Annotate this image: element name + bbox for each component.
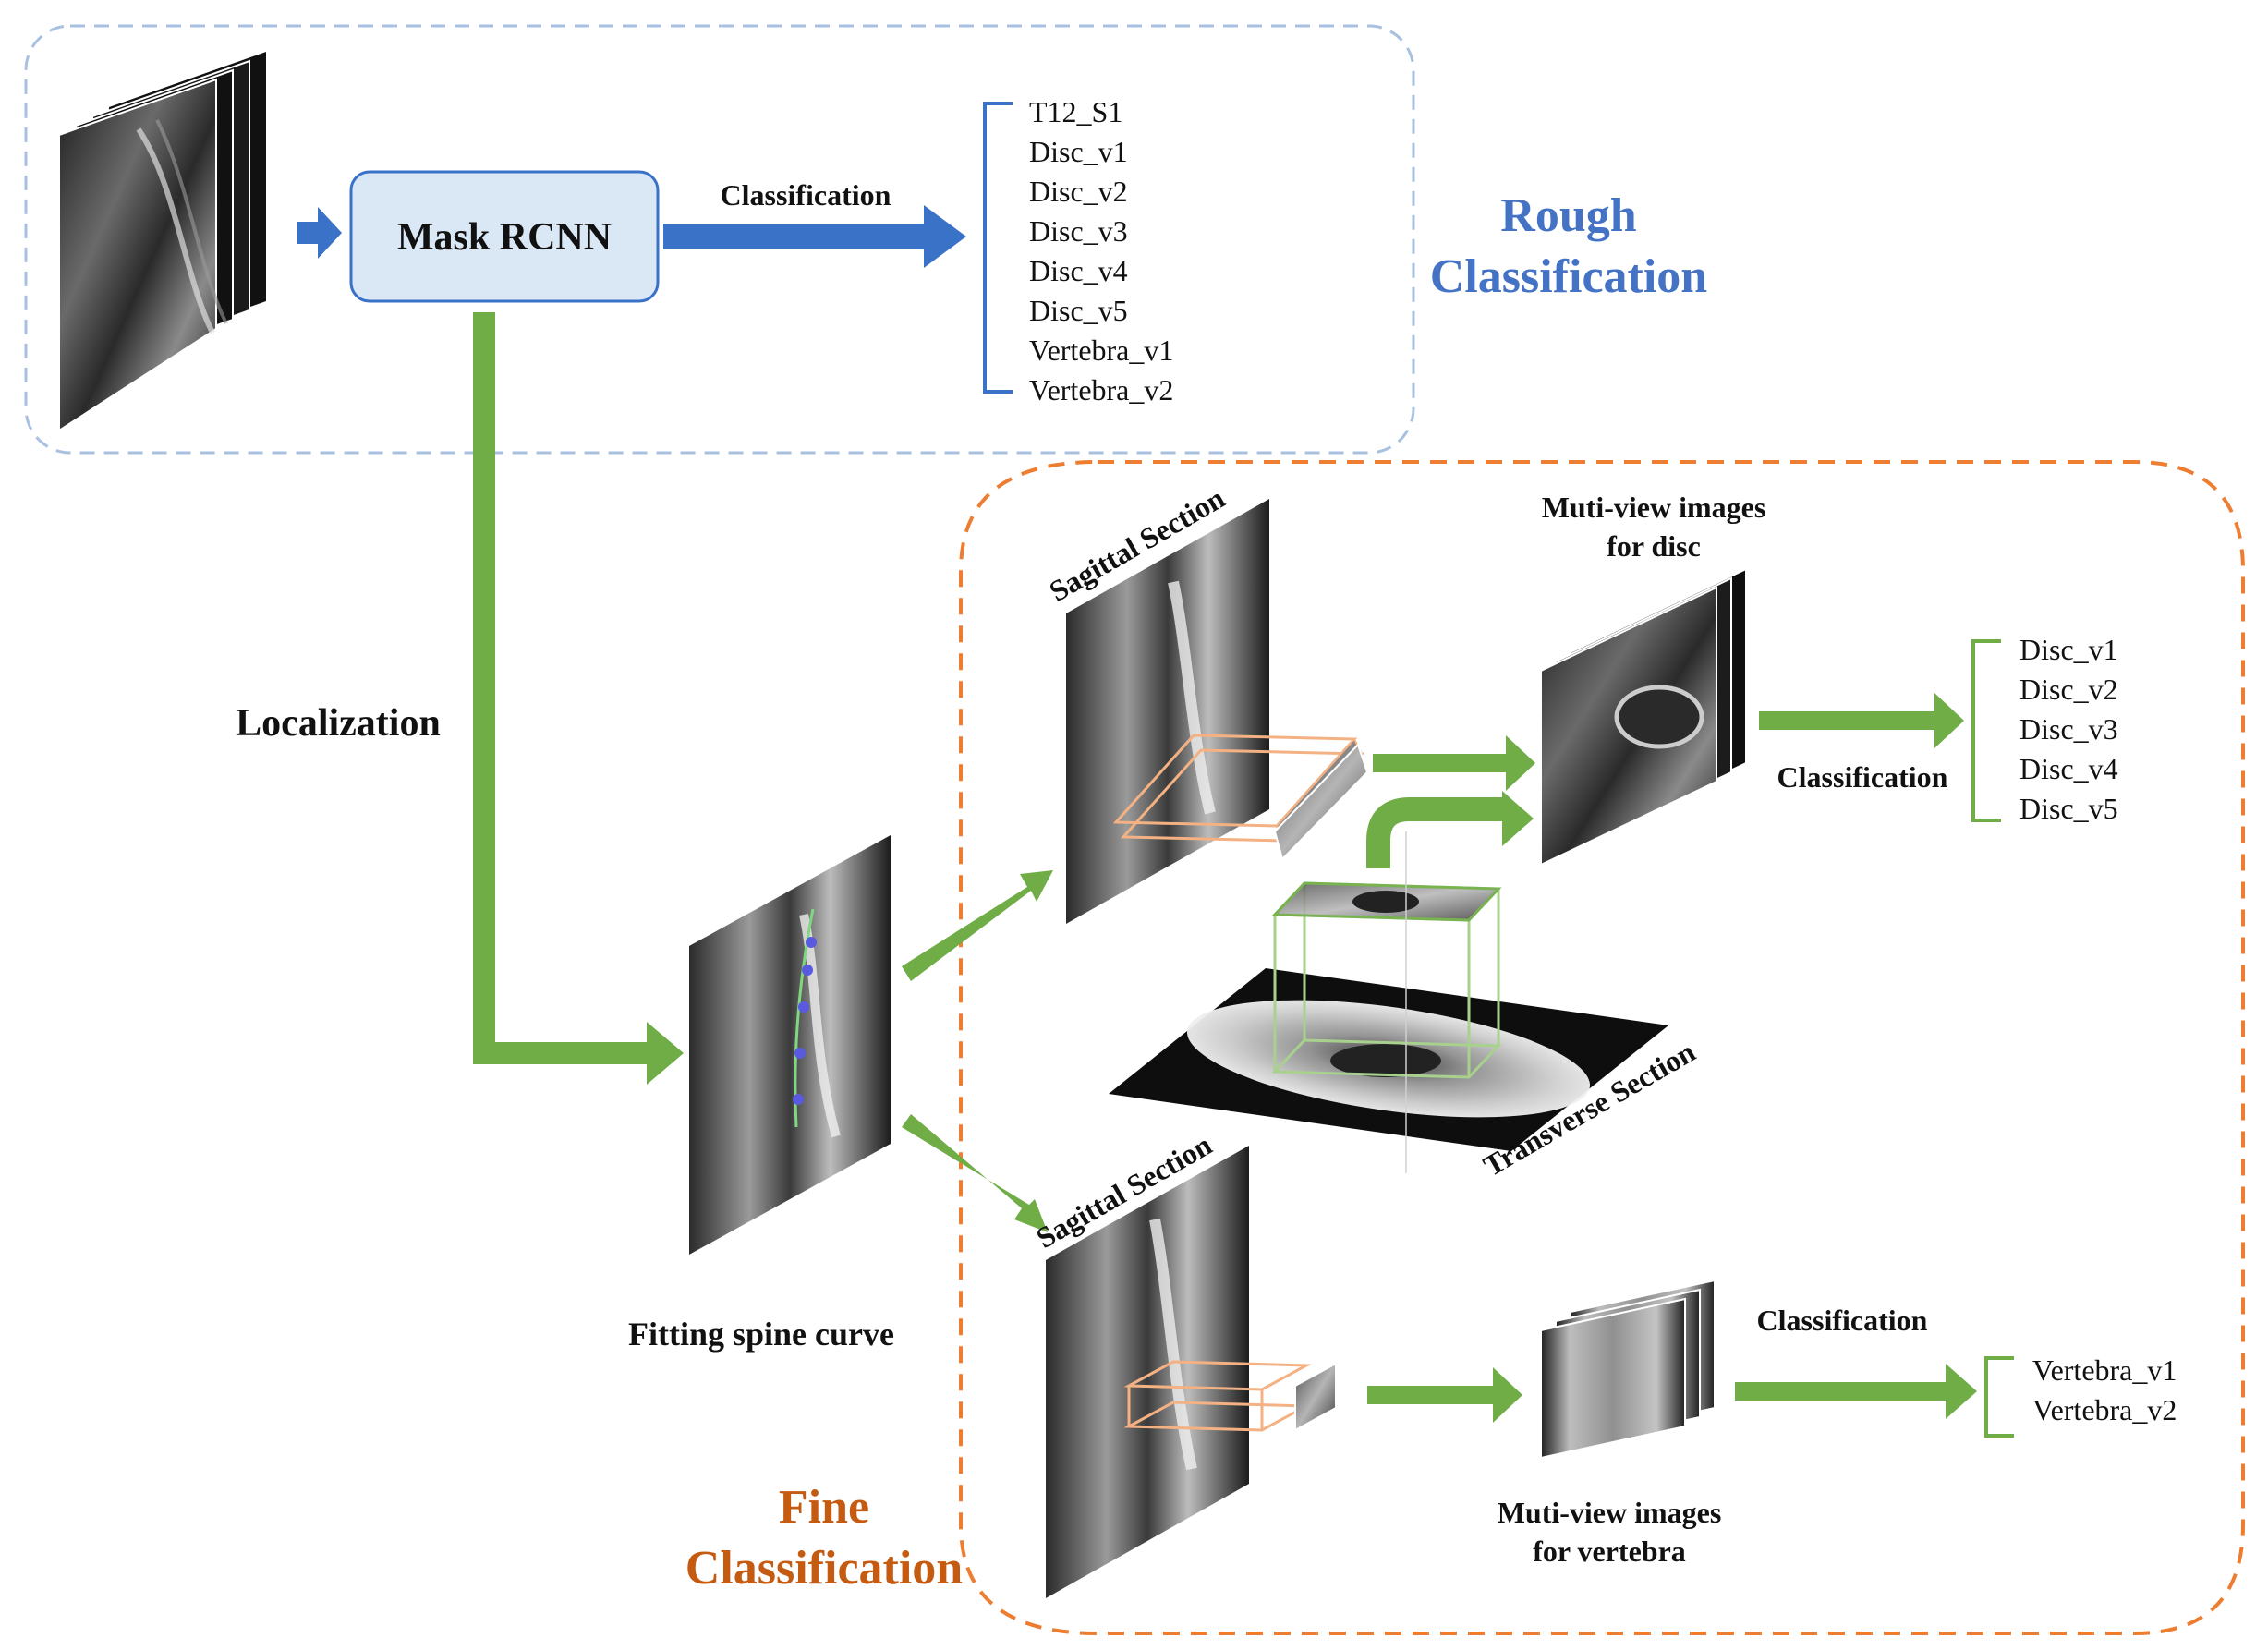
rough-title-line2: Classification <box>1430 250 1708 303</box>
rough-class-item: Disc_v3 <box>1029 214 1128 248</box>
arrow-to-sagittal-top <box>902 870 1053 981</box>
disc-views-line2: for disc <box>1607 529 1701 563</box>
multi-view-disc-stack <box>1540 567 1747 867</box>
rough-class-item: Disc_v5 <box>1029 294 1128 327</box>
disc-arrow-label: Classification <box>1777 760 1948 794</box>
input-mri-stack <box>58 52 266 432</box>
rough-class-item: Vertebra_v1 <box>1029 334 1173 367</box>
vert-class-item: Vertebra_v1 <box>2032 1353 2177 1387</box>
disc-class-bracket <box>1971 639 2001 822</box>
rough-class-item: Disc_v4 <box>1029 254 1128 287</box>
multi-view-vertebra-stack <box>1540 1279 1716 1460</box>
arrow-sagittal-to-vert-views <box>1367 1367 1522 1423</box>
rough-title-line1: Rough <box>1500 189 1636 242</box>
rough-classification-arrow <box>663 205 966 268</box>
mask-rcnn-box <box>349 170 660 303</box>
rough-class-list: T12_S1Disc_v1Disc_v2Disc_v3Disc_v4Disc_v… <box>1029 95 1173 406</box>
sagittal-section-top-image <box>1066 499 1369 924</box>
localization-arrow-horizontal <box>473 1022 684 1085</box>
vert-arrow-label: Classification <box>1757 1304 1928 1337</box>
vert-class-bracket <box>1984 1356 2014 1438</box>
disc-class-item: Disc_v1 <box>2019 633 2118 666</box>
rough-classification-region <box>24 24 1415 455</box>
rough-class-item: Disc_v2 <box>1029 175 1128 208</box>
mask-rcnn-label: Mask RCNN <box>397 216 612 259</box>
transverse-section-image <box>1109 831 1668 1173</box>
vert-class-item: Vertebra_v2 <box>2032 1393 2177 1426</box>
disc-class-item: Disc_v4 <box>2019 752 2118 785</box>
arrow-to-sagittal-bottom <box>902 1114 1048 1232</box>
fine-title-line1: Fine <box>779 1481 869 1534</box>
fitting-spine-label: Fitting spine curve <box>628 1316 894 1353</box>
input-arrow <box>297 207 342 259</box>
rough-class-item: Vertebra_v2 <box>1029 373 1173 406</box>
localization-label: Localization <box>236 702 441 745</box>
vert-classification-arrow <box>1735 1364 1977 1419</box>
rough-class-item: T12_S1 <box>1029 95 1122 128</box>
rough-arrow-label: Classification <box>721 178 891 212</box>
disc-views-line1: Muti-view images <box>1542 491 1766 524</box>
disc-class-item: Disc_v3 <box>2019 712 2118 746</box>
rough-class-item: Disc_v1 <box>1029 135 1128 168</box>
disc-class-item: Disc_v2 <box>2019 673 2118 706</box>
arrow-transverse-to-disc-views <box>1366 797 1506 868</box>
disc-class-item: Disc_v5 <box>2019 792 2118 825</box>
arrow-transverse-head <box>1502 791 1534 846</box>
arrow-sagittal-to-disc-views <box>1373 735 1535 791</box>
spine-curve-image <box>689 835 891 1255</box>
rough-class-bracket <box>983 102 1013 394</box>
fine-title-line2: Classification <box>685 1542 964 1595</box>
disc-classification-arrow <box>1759 693 1964 748</box>
vert-views-line2: for vertebra <box>1533 1535 1686 1568</box>
fine-classification-region <box>959 460 2245 1635</box>
sagittal-section-bottom-image <box>1046 1146 1337 1598</box>
localization-arrow-vertical <box>473 312 495 1062</box>
vert-views-line1: Muti-view images <box>1498 1496 1722 1529</box>
